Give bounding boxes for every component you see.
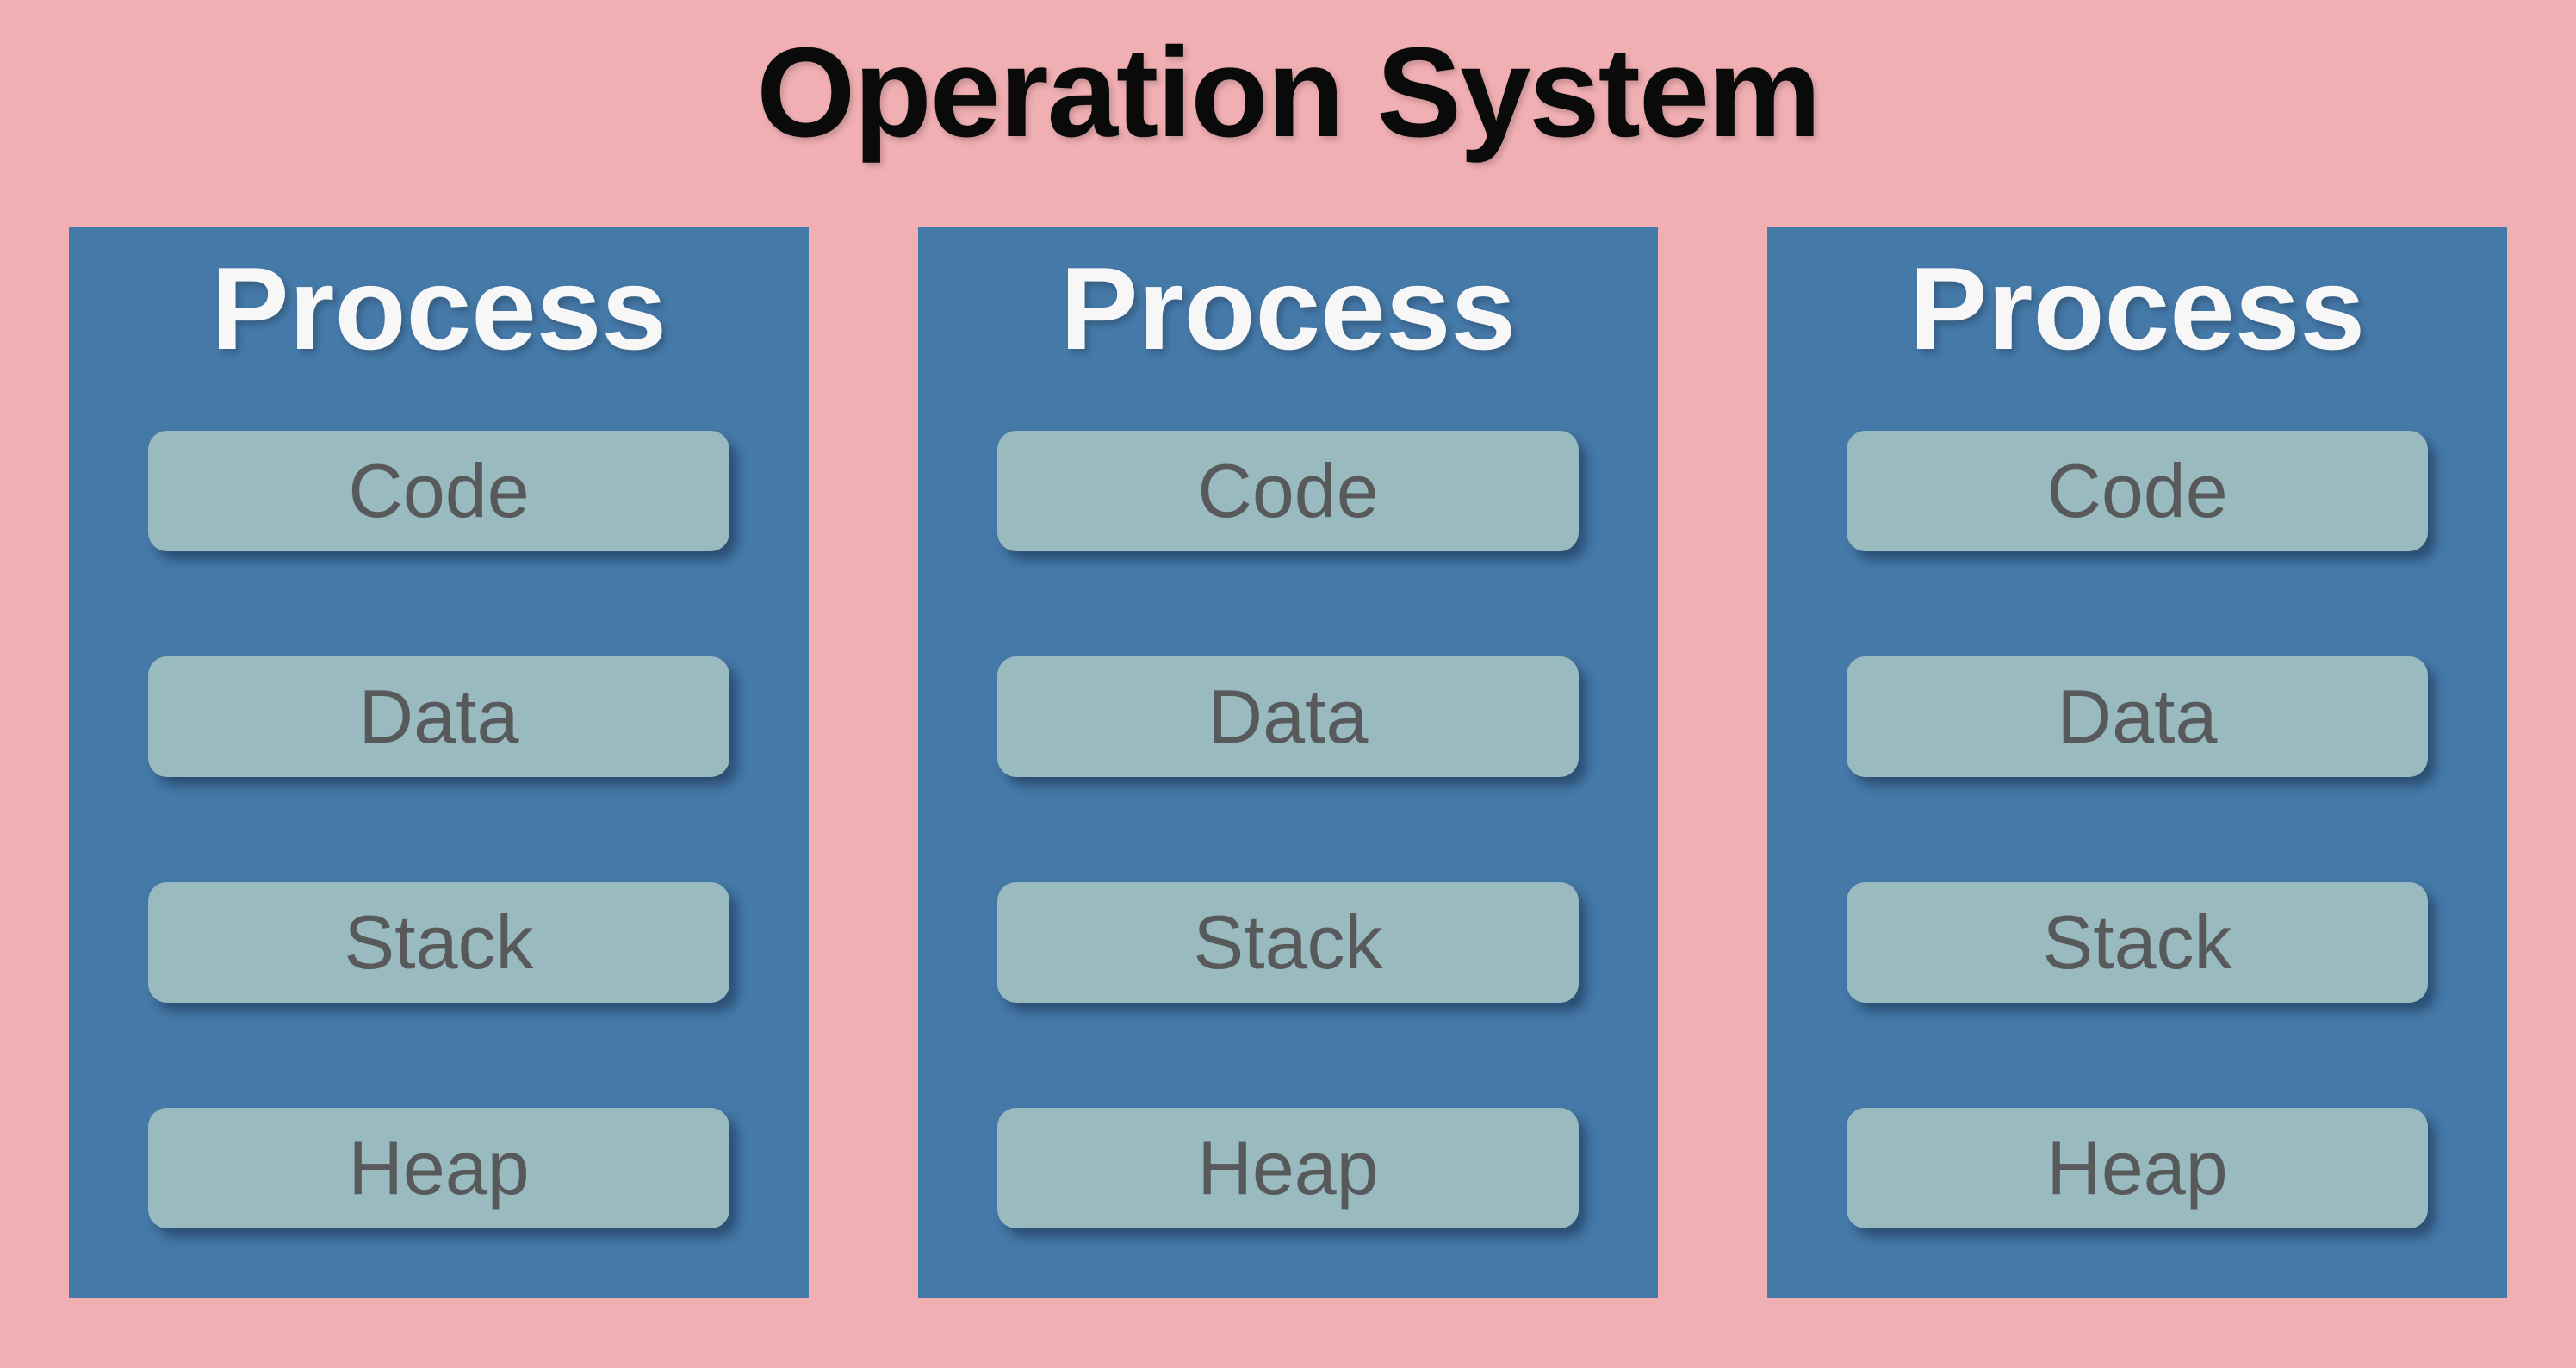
segment-stack: Stack [997,881,1579,1003]
process-row: Process Code Data Stack Heap Process Cod… [69,227,2507,1298]
process-box-2: Process Code Data Stack Heap [918,227,1658,1298]
segment-data: Data [1847,656,2428,777]
segment-stack: Stack [148,881,729,1003]
segment-code: Code [148,430,729,551]
segment-code: Code [1847,430,2428,551]
segment-heap: Heap [148,1107,729,1228]
process-title: Process [210,243,667,374]
segment-data: Data [997,656,1579,777]
segment-code: Code [997,430,1579,551]
segment-stack: Stack [1847,881,2428,1003]
process-box-1: Process Code Data Stack Heap [69,227,809,1298]
diagram-title: Operation System [756,22,1822,164]
process-box-3: Process Code Data Stack Heap [1767,227,2507,1298]
segment-data: Data [148,656,729,777]
process-title: Process [1909,243,2366,374]
segment-heap: Heap [1847,1107,2428,1228]
process-title: Process [1059,243,1517,374]
segment-heap: Heap [997,1107,1579,1228]
